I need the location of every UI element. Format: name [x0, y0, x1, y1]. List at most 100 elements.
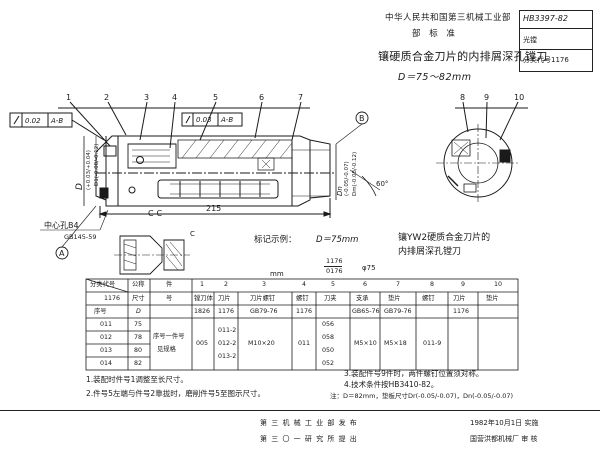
table-serial-label: 序号	[94, 308, 107, 315]
table-cell-support-2: 058	[322, 334, 335, 341]
marking-fraction-bar	[324, 266, 342, 267]
table-cell-013-2: 013-2	[218, 353, 237, 360]
table-serial-note-2: 见规格	[157, 346, 176, 353]
section-cc-view	[114, 235, 190, 275]
datum-b: B	[359, 114, 365, 123]
table-sub-size: 尺寸	[132, 295, 145, 302]
table-cell-support-1: 056	[322, 321, 335, 328]
table-header-col-2: 2	[224, 281, 229, 288]
table-std-7: 1176	[453, 308, 470, 315]
table-cell-support-3: 050	[322, 347, 335, 354]
marking-diameter: φ75	[362, 264, 376, 272]
table-row-d: 80	[134, 347, 143, 354]
marking-fraction-top: 1176	[326, 257, 343, 265]
callout-6: 6	[259, 93, 264, 102]
table-cell-011-2: 011-2	[218, 327, 237, 334]
table-part-name-3: 刀片螺钉	[250, 295, 276, 302]
tolerance-mid-value: 0.03	[196, 116, 212, 124]
header-title: 镶硬质合金刀片的内排屑深孔镗刀	[378, 50, 548, 63]
center-hole-label: 中心孔B4	[44, 220, 79, 230]
table-cell-005: 005	[196, 340, 209, 347]
note-1: 1.装配时件号1调整至长尺寸。	[86, 375, 188, 384]
callout-3: 3	[144, 93, 149, 102]
callout-4: 4	[172, 93, 177, 102]
note-2: 2.件号5左端与件号2靠拢时，磨削件号5至图示尺寸。	[86, 389, 265, 398]
note-footnote: 注：D＝82mm，垫板尺寸Dr(-0.05/-0.07)，Dn(-0.05/-0…	[330, 392, 514, 400]
tool-body-side-view	[95, 135, 336, 207]
table-cell-011: 011	[298, 340, 311, 347]
table-header-part: 件	[166, 281, 173, 288]
note-4: 4.技术条件按HB3410-82。	[344, 380, 439, 389]
table-serial-note-1: 序号一件号	[153, 333, 185, 340]
table-cell-m5-b: M5×18	[384, 340, 407, 347]
section-label: C-C	[148, 209, 162, 218]
table-row-code: 014	[100, 360, 113, 367]
note-3: 3.装配件号9件时，两件螺钉位置须对称。	[344, 369, 484, 378]
table-sub-part: 号	[166, 295, 173, 302]
table-std-2: 1176	[218, 308, 235, 315]
marking-description-1: 镶YW2硬质合金刀片的	[398, 233, 491, 243]
standard-code-box: HB3397-82 光镗 分类代号1176	[519, 10, 593, 72]
table-part-name-7: 垫片	[388, 295, 401, 302]
marking-description-2: 内排屑深孔镗刀	[398, 247, 462, 257]
table-header-col-1: 1	[200, 281, 205, 288]
table-header-col-7: 7	[396, 281, 401, 288]
header-org: 中华人民共和国第三机械工业部	[385, 13, 512, 23]
table-unit: mm	[270, 270, 284, 278]
tolerance-mid-datum: A-B	[220, 116, 233, 124]
dia-left-tolerance: (+0.03/+0.04)	[86, 150, 92, 190]
table-std-3: GB79-76	[250, 308, 278, 315]
table-std-5: GB65-76	[352, 308, 380, 315]
footer-issuer: 第 三 机 械 工 业 部 发 布	[260, 419, 358, 427]
table-header-col-8: 8	[430, 281, 435, 288]
table-row-code: 011	[100, 321, 113, 328]
dia-left-extra: D1(-0.08/-0.12)	[94, 144, 100, 186]
callout-1: 1	[66, 93, 71, 102]
callout-8: 8	[460, 93, 465, 102]
tolerance-left-datum: A-B	[50, 117, 63, 125]
section-mark-c: C	[190, 230, 195, 238]
table-part-name-9: 刀片	[453, 295, 466, 302]
tolerance-frame-mid	[181, 112, 243, 127]
table-part-name-10: 垫片	[486, 295, 499, 302]
table-d-label: D	[136, 308, 141, 315]
table-part-name-6: 支承	[356, 295, 369, 302]
table-header-col-3: 3	[262, 281, 267, 288]
parts-table-grid	[85, 278, 519, 371]
callout-7: 7	[298, 93, 303, 102]
marking-label: 标记示例：	[254, 235, 297, 245]
dia-left-label: D	[75, 183, 85, 190]
marking-example: D＝75mm	[316, 235, 359, 245]
callout-10: 10	[514, 93, 524, 102]
center-hole-standard: GB145-59	[64, 233, 97, 241]
table-part-name-2: 刀片	[218, 295, 231, 302]
table-cell-support-4: 052	[322, 360, 335, 367]
header-standard-label: 部 标 准	[412, 29, 458, 39]
length-dimension	[98, 198, 332, 218]
table-row-d: 82	[134, 360, 143, 367]
marking-fraction-bottom: 0176	[326, 267, 343, 275]
table-header-col-4: 4	[302, 281, 307, 288]
length-value: 215	[206, 204, 221, 213]
table-row-d: 78	[134, 334, 143, 341]
footer-institute: 第 三 〇 一 研 究 所 提 出	[260, 435, 358, 443]
table-part-name-5: 刀夹	[324, 295, 337, 302]
code-box-row-2: 光镗	[523, 36, 537, 44]
tolerance-left-value: 0.02	[25, 117, 41, 125]
table-part-name-4: 螺钉	[296, 295, 309, 302]
code-box-row-3: 分类代号1176	[523, 56, 569, 64]
dia-right-extra: Dm(-0.08/-0.12)	[352, 152, 358, 196]
table-row-code: 012	[100, 334, 113, 341]
table-row-code: 013	[100, 347, 113, 354]
footer-rule	[0, 410, 600, 411]
callout-2: 2	[104, 93, 109, 102]
table-part-name-1: 镗刀体	[194, 295, 213, 302]
footer-editor: 国营洪都机械厂 审 核	[470, 435, 538, 443]
table-header-col-6: 6	[363, 281, 368, 288]
table-cell-pad: 011-9	[423, 340, 442, 347]
table-header-col-9: 9	[461, 281, 466, 288]
table-part-name-8: 螺钉	[422, 295, 435, 302]
table-std-6: GB79-76	[384, 308, 412, 315]
